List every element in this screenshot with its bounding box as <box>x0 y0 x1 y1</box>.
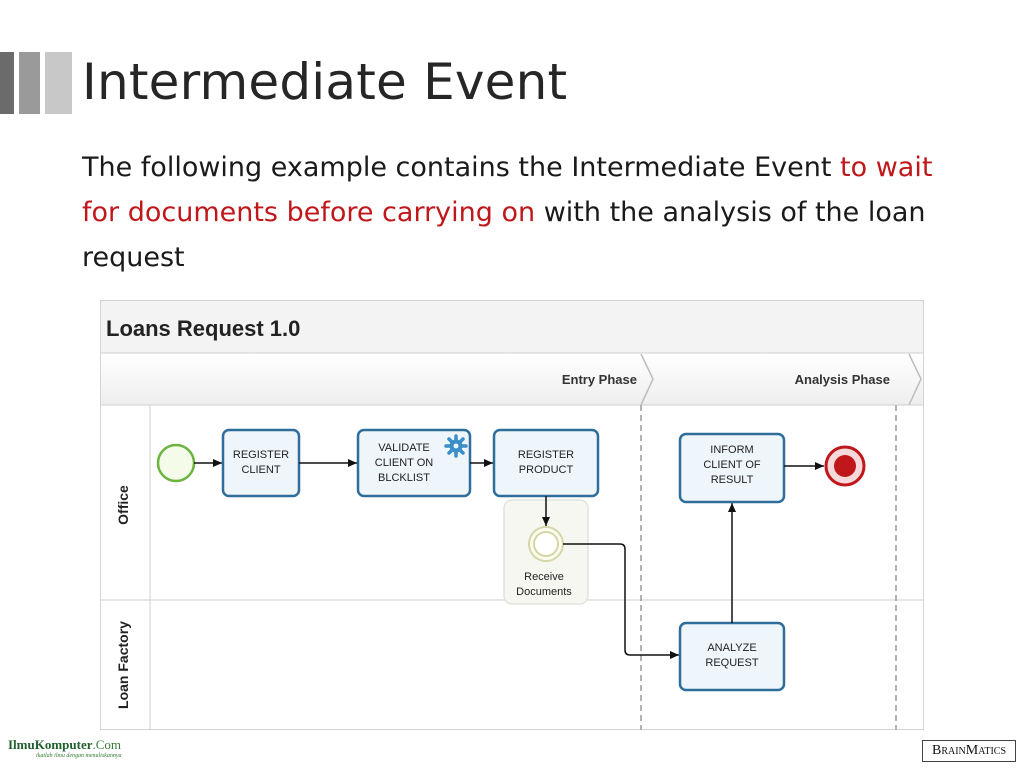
task-register-client: REGISTER CLIENT <box>221 428 301 498</box>
task-label-line: CLIENT <box>241 464 280 476</box>
slide-title: Intermediate Event <box>82 53 568 111</box>
phase-label-analysis: Analysis Phase <box>795 372 890 387</box>
task-register-product: REGISTER PRODUCT <box>492 428 600 498</box>
logo-letters: RAIN <box>941 746 966 757</box>
logo-brand: IlmuKomputer <box>8 737 93 752</box>
brainmatics-logo: BRAINMATICS <box>922 740 1016 762</box>
diagram-title: Loans Request 1.0 <box>106 316 300 341</box>
task-label-line: REQUEST <box>705 657 758 669</box>
logo-letter: B <box>931 743 942 758</box>
logo-tagline: ikatlah ilmu dengan menuliskannya <box>36 753 122 759</box>
intermediate-event-label: Documents <box>516 586 572 598</box>
task-label-line: INFORM <box>710 444 753 456</box>
body-text-after: with the analysis of the loan request <box>82 197 926 273</box>
task-label-line: REGISTER <box>518 449 574 461</box>
flow-receive-to-analyze <box>563 543 679 659</box>
ilmukomputer-logo: IlmuKomputer.Com ikatlah ilmu dengan men… <box>8 737 148 763</box>
intermediate-event-label: Receive <box>524 571 564 583</box>
task-label-line: BLCKLIST <box>378 472 430 484</box>
body-text-highlight: to wait for documents before carrying on <box>82 152 933 228</box>
logo-letter: M <box>965 743 979 758</box>
task-label-line: VALIDATE <box>378 442 430 454</box>
logo-domain: .Com <box>92 737 122 752</box>
task-label-line: REGISTER <box>233 449 289 461</box>
task-label-line: CLIENT OF <box>703 459 761 471</box>
title-bar-dark <box>0 52 14 114</box>
task-label-line: CLIENT ON <box>375 457 434 469</box>
title-decoration <box>0 52 72 114</box>
lane-label-loan-factory: Loan Factory <box>115 621 131 709</box>
phase-label-entry: Entry Phase <box>562 372 637 387</box>
task-label-line: RESULT <box>711 474 754 486</box>
intermediate-event-icon <box>528 526 564 562</box>
phase-chevron-analysis <box>908 353 922 406</box>
task-analyze-request: ANALYZE REQUEST <box>678 621 786 692</box>
lane-label-office: Office <box>115 485 131 525</box>
task-label-line: PRODUCT <box>519 464 574 476</box>
start-event-icon <box>156 443 196 483</box>
logo-letters: ATICS <box>978 746 1007 757</box>
phase-chevron-entry <box>640 353 654 406</box>
title-bar-light <box>45 52 72 114</box>
task-validate-client: VALIDATE CLIENT ON BLCKLIST <box>356 428 472 498</box>
bpmn-diagram: Loans Request 1.0 Entry Phase Analysis P… <box>100 300 924 730</box>
body-text-before: The following example contains the Inter… <box>82 152 841 183</box>
task-inform-client: INFORM CLIENT OF RESULT <box>678 432 786 504</box>
slide-body: The following example contains the Inter… <box>82 145 942 280</box>
gear-icon <box>444 434 468 458</box>
task-label-line: ANALYZE <box>707 642 756 654</box>
title-bar-mid <box>19 52 40 114</box>
end-event-icon <box>824 445 866 487</box>
